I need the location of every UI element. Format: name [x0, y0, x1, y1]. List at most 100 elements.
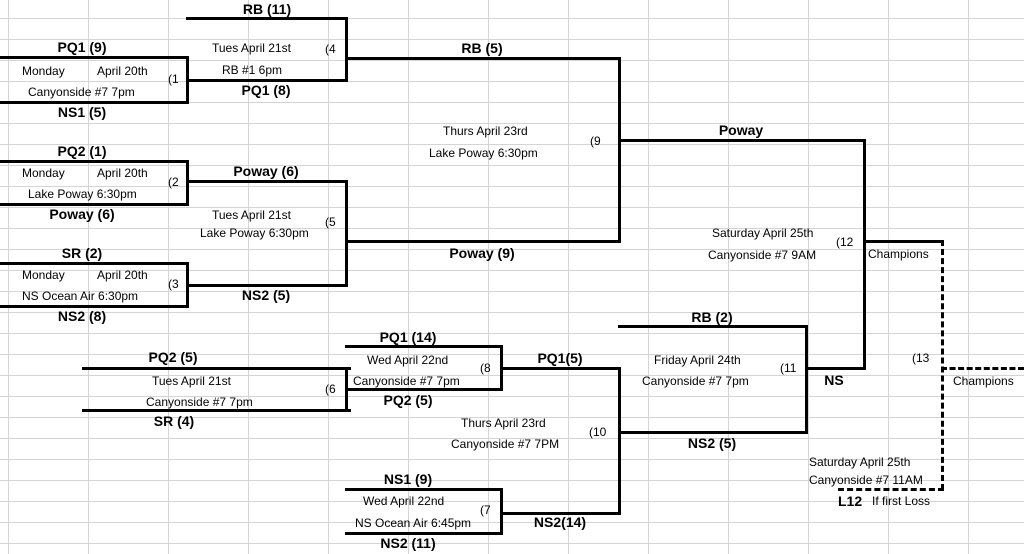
game12-date: Saturday April 25th	[712, 226, 814, 240]
bracket-line	[186, 160, 189, 206]
bracket-line	[345, 388, 503, 391]
game6-number: (6	[325, 382, 336, 396]
game6-bottom-team: SR (4)	[153, 413, 195, 429]
game2-top-team: PQ2 (1)	[57, 143, 107, 159]
bracket-line	[345, 57, 621, 60]
game8-number: (8	[480, 361, 491, 375]
game5-date: Tues April 21st	[212, 208, 291, 222]
game3-date: April 20th	[97, 268, 148, 282]
game1-venue: Canyonside #7 7pm	[28, 85, 135, 99]
game9-bottom-team: Poway (9)	[449, 245, 515, 261]
game13-venue: Canyonside #7 11AM	[809, 473, 923, 487]
bracket-line	[0, 305, 189, 308]
game5-top-team: Poway (6)	[233, 163, 299, 179]
game6-date: Tues April 21st	[152, 374, 231, 388]
game10-venue: Canyonside #7 7PM	[451, 437, 560, 451]
bracket-line	[345, 345, 503, 348]
game5-bottom-team: NS2 (5)	[241, 287, 291, 303]
game10-number: (10	[589, 425, 607, 439]
game4-top-team: RB (11)	[242, 1, 292, 17]
game1-bottom-team: NS1 (5)	[57, 104, 107, 120]
bracket-line	[500, 488, 503, 535]
bracket-line	[186, 180, 348, 183]
game4-venue: RB #1 6pm	[222, 63, 283, 77]
game3-top-team: SR (2)	[61, 245, 103, 261]
game1-day: Monday	[22, 64, 65, 78]
bracket-line	[863, 240, 944, 243]
bracket-line	[345, 180, 348, 287]
game12-bottom-team: NS	[824, 372, 844, 388]
game3-bottom-team: NS2 (8)	[57, 308, 107, 324]
game10-top-team: PQ1(5)	[537, 350, 583, 366]
bracket-line	[345, 17, 348, 82]
bracket-line	[500, 512, 621, 515]
game11-date: Friday April 24th	[654, 353, 741, 367]
game2-day: Monday	[22, 166, 65, 180]
bracket-line	[0, 56, 189, 59]
game11-number: (11	[780, 361, 797, 375]
game6-venue: Canyonside #7 7pm	[146, 395, 253, 409]
bracket-line	[0, 262, 189, 265]
bracket-line	[863, 139, 866, 370]
bracket-line	[0, 101, 189, 104]
game7-date: Wed April 22nd	[363, 494, 445, 508]
bracket-line	[186, 17, 348, 20]
bracket-dashed-line	[941, 367, 1024, 370]
game9-date: Thurs April 23rd	[443, 124, 528, 138]
game13-loser-note: If first Loss	[872, 494, 931, 508]
game4-date: Tues April 21st	[212, 41, 291, 55]
game2-date: April 20th	[97, 166, 148, 180]
bracket-dashed-line	[838, 488, 944, 491]
bracket-line	[82, 409, 351, 412]
game10-date: Thurs April 23rd	[461, 416, 546, 430]
bracket-line	[345, 240, 621, 243]
bracket-line	[618, 431, 808, 434]
bracket-dashed-line	[941, 240, 944, 490]
bracket-line	[345, 532, 503, 535]
game1-number: (1	[168, 72, 179, 86]
game2-number: (2	[168, 175, 179, 189]
game12-number: (12	[836, 235, 854, 249]
game3-venue: NS Ocean Air 6:30pm	[22, 289, 139, 303]
game11-bottom-team: NS2 (5)	[687, 435, 737, 451]
bracket-line	[186, 79, 348, 82]
game13-loser: L12	[838, 493, 863, 509]
game1-top-team: PQ1 (9)	[57, 39, 107, 55]
game13-champions: Champions	[953, 374, 1014, 388]
game4-bottom-team: PQ1 (8)	[241, 82, 291, 98]
bracket-line	[618, 57, 621, 243]
bracket-line	[0, 203, 189, 206]
bracket-line	[618, 325, 808, 328]
game4-number: (4	[325, 42, 336, 56]
game11-top-team: RB (2)	[691, 309, 733, 325]
game5-venue: Lake Poway 6:30pm	[200, 226, 309, 240]
game12-venue: Canyonside #7 9AM	[708, 248, 817, 262]
bracket-line	[500, 367, 621, 370]
bracket-line	[618, 367, 621, 515]
game10-bottom-team: NS2(14)	[533, 514, 587, 530]
game3-number: (3	[168, 277, 179, 291]
bracket-line	[82, 367, 351, 370]
game7-bottom-team: NS2 (11)	[380, 535, 436, 551]
game13-number: (13	[912, 351, 930, 365]
game8-top-team: PQ1 (14)	[379, 329, 437, 345]
game12-top-team: Poway	[718, 122, 764, 138]
game2-venue: Lake Poway 6:30pm	[28, 187, 137, 201]
game8-venue: Canyonside #7 7pm	[353, 374, 460, 388]
game7-venue: NS Ocean Air 6:45pm	[355, 516, 472, 530]
bracket-line	[618, 139, 866, 142]
game8-date: Wed April 22nd	[367, 353, 449, 367]
game7-number: (7	[480, 503, 491, 517]
game5-number: (5	[325, 215, 336, 229]
bracket-line	[186, 284, 348, 287]
bracket-line	[0, 160, 189, 163]
bracket-line	[805, 325, 808, 434]
game8-bottom-team: PQ2 (5)	[383, 392, 433, 408]
game9-venue: Lake Poway 6:30pm	[429, 146, 538, 160]
game9-number: (9	[590, 134, 601, 148]
game12-champions: Champions	[868, 247, 929, 261]
game11-venue: Canyonside #7 7pm	[642, 374, 749, 388]
game2-bottom-team: Poway (6)	[49, 206, 115, 222]
game6-top-team: PQ2 (5)	[148, 349, 198, 365]
bracket-line	[805, 367, 866, 370]
